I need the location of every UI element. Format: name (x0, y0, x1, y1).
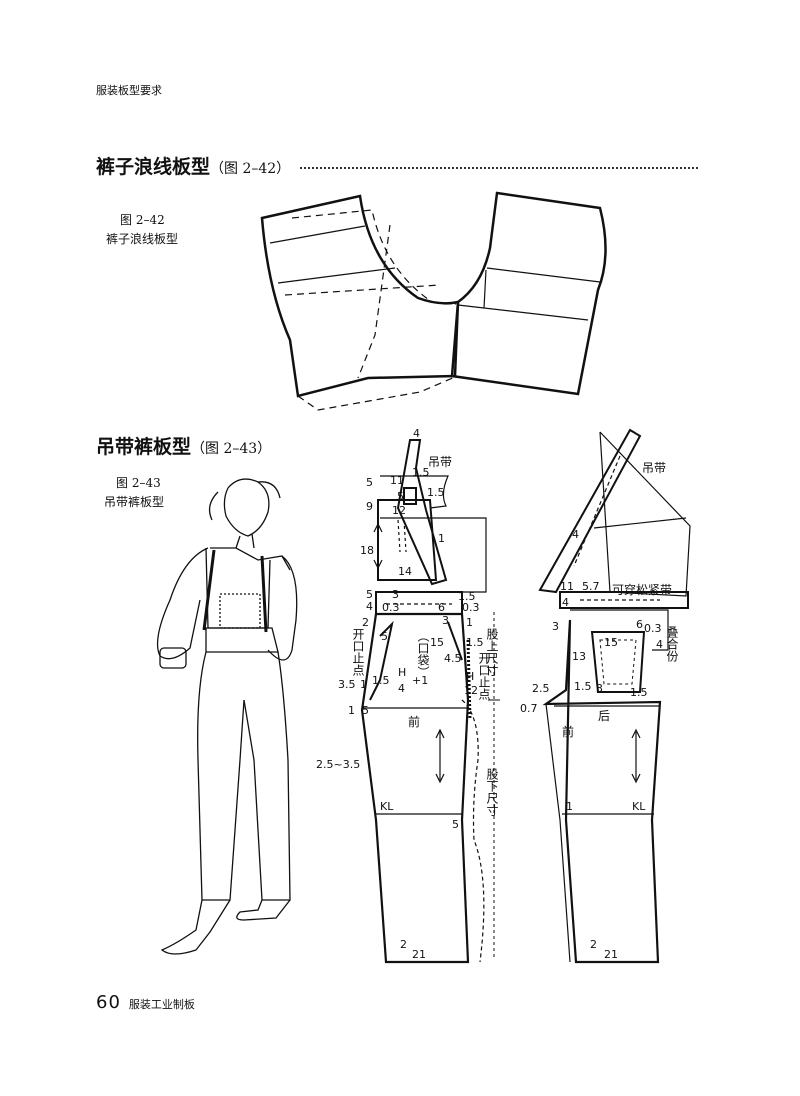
label: （口袋） (416, 630, 430, 678)
label: H (398, 666, 406, 679)
label: 4 (366, 600, 373, 613)
label: 11 (390, 474, 404, 487)
label: 0.3 (644, 622, 662, 635)
section-title-2-text: 吊带裤板型 (96, 436, 192, 458)
label: 2 (362, 616, 369, 629)
label: 3 (392, 588, 399, 601)
shorts-pattern-right (450, 191, 607, 396)
label: 2.5~3.5 (316, 758, 360, 771)
label: 18 (360, 544, 374, 557)
label: 21 (604, 948, 618, 961)
section-title-1-text: 裤子浪线板型 (96, 156, 211, 178)
label: 前 (562, 724, 574, 739)
label: 0.3 (462, 601, 480, 614)
label: 2 (590, 938, 597, 951)
section-title-1: 裤子浪线板型（图 2–42） (96, 152, 290, 179)
label: 9 (366, 500, 373, 513)
label: 0.7 (520, 702, 538, 715)
label: 5.7 (582, 580, 600, 593)
label: KL (632, 800, 646, 813)
figure-caption-2-42: 图 2–42 裤子浪线板型 (106, 211, 178, 249)
overall-back-pattern (538, 428, 691, 964)
figure-caption-2-43: 图 2–43 吊带裤板型 (104, 474, 164, 512)
label: 5 (366, 476, 373, 489)
label: 4.5 (444, 652, 462, 665)
label: 11 (560, 580, 574, 593)
label: 1 (348, 704, 355, 717)
label: 21 (412, 948, 426, 961)
label: 3 (552, 620, 559, 633)
label: 4 (398, 682, 405, 695)
label: 开口止点 (351, 628, 365, 676)
label: 1.5 (574, 680, 592, 693)
label: 叠合份 (665, 626, 679, 662)
label: 后 (598, 709, 610, 723)
label: 1 (360, 678, 367, 691)
label: 1 (566, 800, 573, 813)
label: 1.5 (427, 486, 445, 499)
label: 1 (466, 616, 473, 629)
label: 可穿松紧带 (612, 582, 672, 597)
overall-front-pattern (360, 439, 500, 964)
figure-number: 图 2–42 (120, 213, 165, 227)
label: 开口止点 (477, 652, 491, 700)
dotted-leader (300, 167, 698, 169)
label: 股上尺寸 (485, 628, 499, 676)
label: 5 (397, 490, 404, 503)
label: 2.5 (532, 682, 550, 695)
fashion-figure-illustration (156, 478, 298, 955)
section-ref-1: （图 2–42） (210, 161, 291, 177)
back-pattern-labels: 吊带 4 11 5.7 可穿松紧带 4 3 6 0.3 叠合份 4 15 13 … (520, 461, 679, 961)
label: 15 (604, 636, 618, 649)
label: 1.5 (458, 590, 476, 603)
label: 1.5 (372, 674, 390, 687)
label: 6 (438, 601, 445, 614)
label: 13 (572, 650, 586, 663)
label: 5 (381, 630, 388, 643)
section-ref-2: （图 2–43） (191, 441, 272, 457)
label: 4 (562, 596, 569, 609)
front-pattern-labels: 4 吊带 1.5 5 11 5 1.5 9 12 18 1 14 5 3 4 0… (316, 427, 499, 961)
running-header: 服装板型要求 (96, 84, 162, 97)
label: KL (380, 800, 394, 813)
label: 5 (452, 818, 459, 831)
label: 2 (400, 938, 407, 951)
label: 12 (464, 684, 478, 697)
label: 6 (636, 618, 643, 631)
label: H (466, 670, 474, 683)
figure-caption-title: 裤子浪线板型 (106, 232, 179, 246)
label: 1.5 (412, 466, 430, 479)
label: 14 (398, 565, 412, 578)
label: 3 (442, 614, 449, 627)
label: 前 (408, 714, 420, 729)
shorts-pattern-left (260, 194, 460, 411)
book-title: 服装工业制板 (128, 998, 195, 1011)
figure-number: 图 2–43 (116, 476, 161, 490)
label: +1 (412, 674, 428, 687)
label: 15 (430, 636, 444, 649)
page-footer: 60 服装工业制板 (96, 992, 195, 1013)
label: 1.5 (630, 686, 648, 699)
label: 4 (656, 638, 663, 651)
label: 5 (362, 704, 369, 717)
label: 4 (413, 427, 420, 440)
label: 0.3 (382, 601, 400, 614)
label: 5 (366, 588, 373, 601)
label: 4 (572, 528, 579, 541)
figure-caption-title: 吊带裤板型 (104, 495, 165, 509)
label: 吊带 (642, 461, 666, 475)
label: 股下尺寸 (485, 768, 499, 816)
label: 3.5 (338, 678, 356, 691)
label: 1.5 (466, 636, 484, 649)
section-title-2: 吊带裤板型（图 2–43） (96, 432, 271, 459)
label: 吊带 (428, 455, 452, 469)
label: 3 (596, 682, 603, 695)
page-number: 60 (96, 992, 121, 1013)
label: 12 (392, 504, 406, 517)
label: 1 (438, 532, 445, 545)
